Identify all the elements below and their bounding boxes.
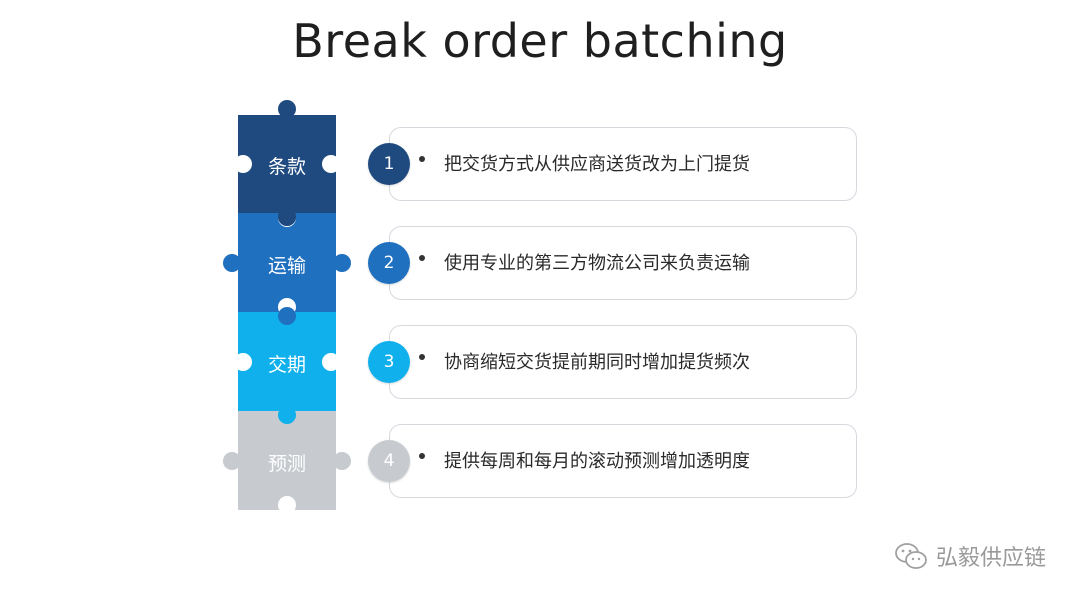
puzzle-label-2: 运输	[267, 255, 306, 277]
puzzle-piece-3	[234, 312, 340, 424]
step-text-2: 使用专业的第三方物流公司来负责运输	[444, 253, 750, 274]
step-card-3: 协商缩短交货提前期同时增加提货频次	[389, 325, 857, 399]
step-card-2: 使用专业的第三方物流公司来负责运输	[389, 226, 857, 300]
step-card-1: 把交货方式从供应商送货改为上门提货	[389, 127, 857, 201]
watermark: 弘毅供应链	[894, 540, 1046, 572]
puzzle-piece-4	[223, 411, 351, 514]
step-number-1: 1	[368, 143, 410, 185]
puzzle-label-3: 交期	[267, 354, 306, 376]
step-text-1: 把交货方式从供应商送货改为上门提货	[444, 154, 750, 175]
bullet-icon	[419, 453, 425, 459]
bullet-icon	[419, 156, 425, 162]
step-number-4: 4	[368, 440, 410, 482]
wechat-icon	[895, 543, 927, 569]
watermark-text: 弘毅供应链	[935, 546, 1046, 571]
bullet-icon	[419, 354, 425, 360]
puzzle-label-1: 条款	[267, 156, 306, 178]
step-text-3: 协商缩短交货提前期同时增加提货频次	[444, 352, 750, 373]
step-number-3: 3	[368, 341, 410, 383]
step-card-4: 提供每周和每月的滚动预测增加透明度	[389, 424, 857, 498]
puzzle-piece-1	[234, 100, 340, 226]
puzzle-label-4: 预测	[267, 453, 306, 475]
page-title: Break order batching	[292, 14, 788, 68]
bullet-icon	[419, 255, 425, 261]
step-text-4: 提供每周和每月的滚动预测增加透明度	[444, 451, 750, 472]
step-number-2: 2	[368, 242, 410, 284]
